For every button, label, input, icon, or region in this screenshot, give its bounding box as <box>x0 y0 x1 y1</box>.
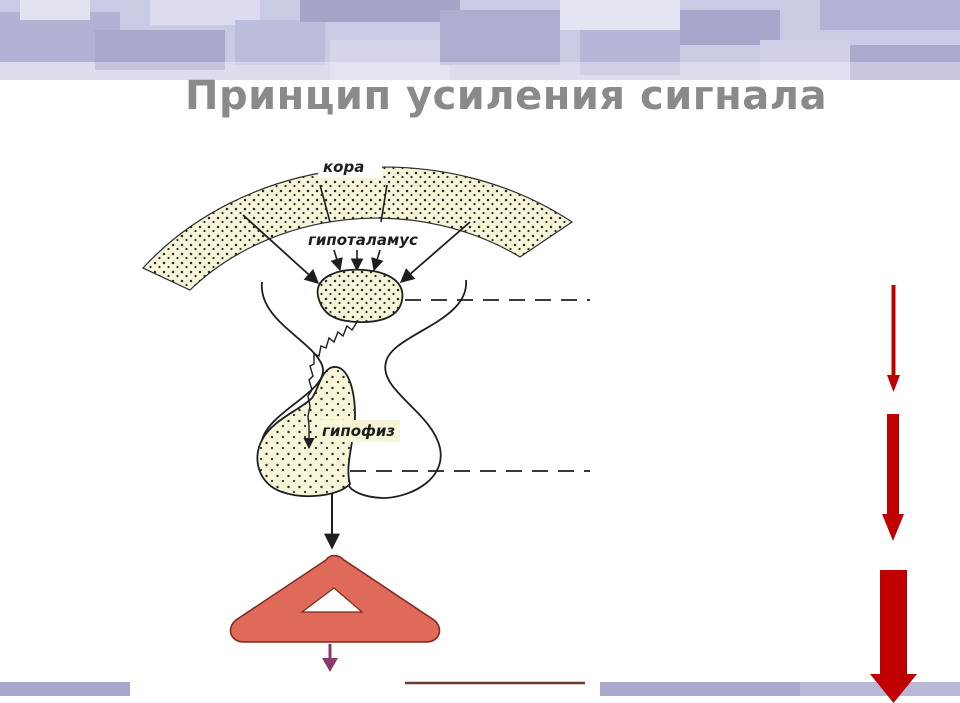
arrow-cortex-left <box>242 214 320 284</box>
cortex-fiber-1 <box>319 184 331 223</box>
slide-title: Принцип усиления сигнала <box>185 73 828 119</box>
arrow-hypo-1 <box>330 249 343 272</box>
pituitary-label: гипофиз <box>322 422 395 440</box>
bottom-decorative-band <box>0 676 960 703</box>
hypothalamus-label: гипоталамус <box>308 231 418 249</box>
amplification-arrow-medium-icon <box>882 414 904 541</box>
cortex-label-bg <box>318 156 382 178</box>
pituitary-outline <box>261 279 467 499</box>
cortex-fiber-2 <box>380 184 388 223</box>
anterior-pituitary-dots <box>257 366 355 497</box>
portal-vessel <box>303 321 358 450</box>
pituitary-label-bg <box>318 420 400 442</box>
amplification-arrow-small-icon <box>887 285 900 392</box>
arrow-hypo-3 <box>371 249 384 272</box>
target-gland-hole <box>300 587 364 613</box>
output-arrow-icon <box>322 644 338 672</box>
amplification-arrow-large-icon <box>870 570 917 703</box>
arrow-cortex-right <box>399 221 471 283</box>
top-decorative-banner <box>0 0 960 80</box>
cortex-dots <box>143 167 572 290</box>
hypothalamus-dots <box>317 269 403 323</box>
cortex-label: кора <box>323 158 364 176</box>
